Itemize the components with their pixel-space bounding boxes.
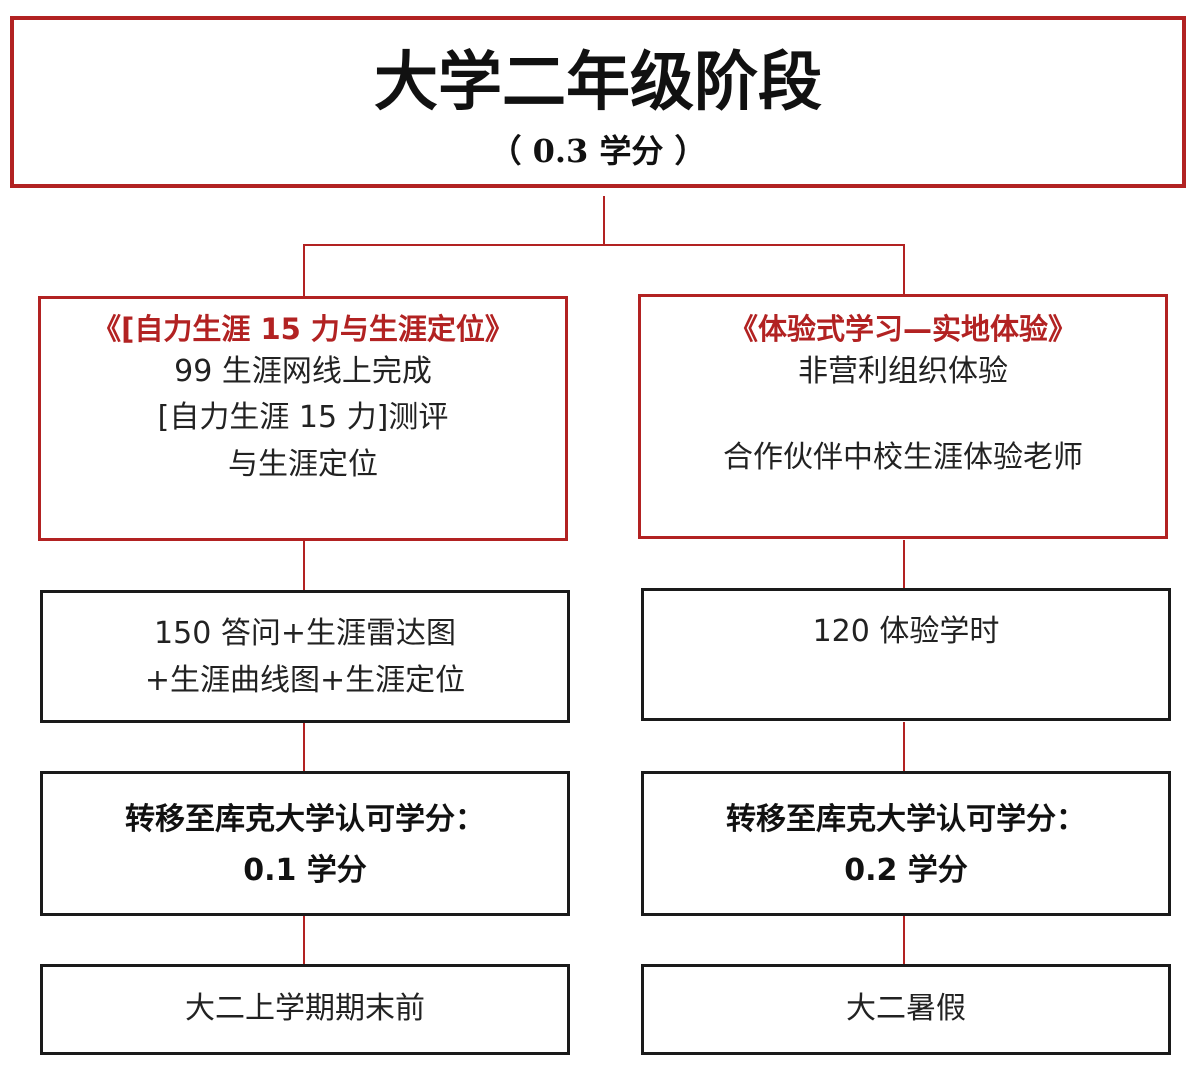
right-detail-line: 120 体验学时 (812, 614, 1000, 649)
stage-title: 大学二年级阶段 (374, 45, 822, 120)
right-course-heading: 《体验式学习—实地体验》 (728, 312, 1077, 346)
connector-horizontal (303, 244, 905, 246)
left-detail-box: 150 答问+生涯雷达图 +生涯曲线图+生涯定位 (40, 590, 570, 723)
connector-right-2 (903, 722, 905, 772)
left-course-desc-line: 与生涯定位 (228, 446, 378, 482)
right-credit-box: 转移至库克大学认可学分： 0.2 学分 (641, 771, 1171, 916)
right-credit-value: 0.2 学分 (844, 853, 968, 888)
left-detail-line: 150 答问+生涯雷达图 (154, 616, 456, 651)
connector-top-vertical (603, 196, 605, 246)
connector-right-drop (903, 244, 905, 297)
left-course-desc-line: [自力生涯 15 力]测评 (157, 400, 449, 436)
left-course-box: 《[自力生涯 15 力与生涯定位》 99 生涯网线上完成 [自力生涯 15 力]… (38, 296, 568, 541)
right-time-box: 大二暑假 (641, 964, 1171, 1055)
connector-left-drop (303, 244, 305, 297)
left-credit-box: 转移至库克大学认可学分： 0.1 学分 (40, 771, 570, 916)
left-course-heading: 《[自力生涯 15 力与生涯定位》 (92, 312, 514, 346)
left-credit-value: 0.1 学分 (243, 853, 367, 888)
right-detail-box: 120 体验学时 (641, 588, 1171, 721)
connector-left-3 (303, 915, 305, 965)
right-course-desc-line: 非营利组织体验 (798, 353, 1008, 389)
stage-credits: （ 0.3 学分 ） (489, 132, 707, 171)
right-course-box: 《体验式学习—实地体验》 非营利组织体验 合作伙伴中校生涯体验老师 (638, 294, 1168, 539)
left-time-label: 大二上学期期末前 (185, 991, 425, 1027)
right-credit-label: 转移至库克大学认可学分： (726, 802, 1086, 837)
connector-left-1 (303, 540, 305, 590)
connector-right-3 (903, 915, 905, 965)
left-time-box: 大二上学期期末前 (40, 964, 570, 1055)
left-detail-line: +生涯曲线图+生涯定位 (144, 662, 466, 698)
stage-header-box: 大学二年级阶段 （ 0.3 学分 ） (10, 16, 1186, 188)
right-time-label: 大二暑假 (846, 991, 966, 1027)
left-course-desc-line: 99 生涯网线上完成 (174, 353, 432, 389)
left-credit-label: 转移至库克大学认可学分： (125, 802, 485, 837)
connector-left-2 (303, 722, 305, 772)
right-course-desc-line: 合作伙伴中校生涯体验老师 (723, 440, 1083, 476)
connector-right-1 (903, 540, 905, 590)
